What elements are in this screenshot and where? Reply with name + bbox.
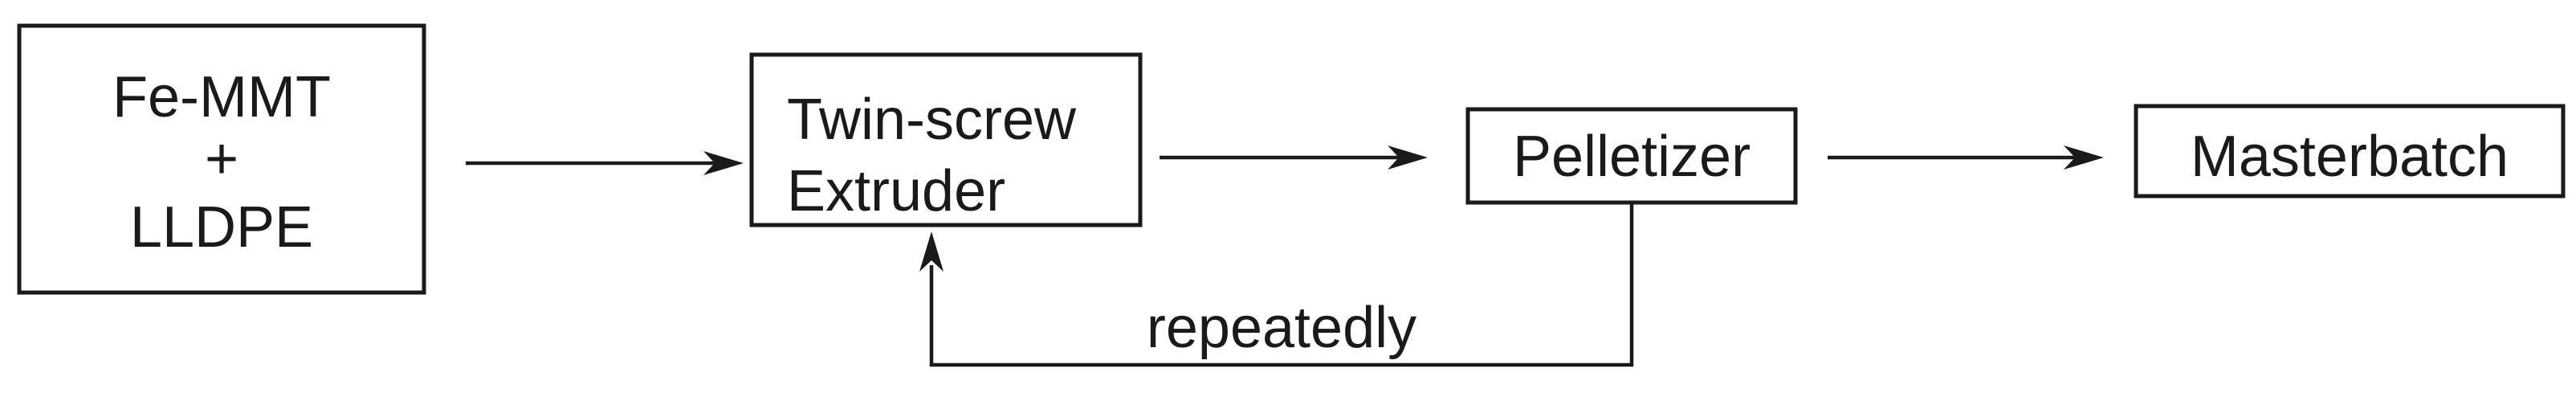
inputs-box bbox=[17, 23, 426, 295]
feedback-loop-arrow: repeatedly bbox=[919, 203, 1634, 367]
masterbatch-box bbox=[2134, 104, 2566, 199]
inputs-label-line2: + bbox=[205, 127, 238, 191]
masterbatch-node: Masterbatch bbox=[2134, 104, 2566, 199]
extruder-node: Twin-screw Extruder bbox=[749, 52, 1143, 227]
masterbatch-label: Masterbatch bbox=[2191, 125, 2509, 189]
inputs-node: Fe-MMT + LLDPE bbox=[17, 23, 426, 295]
extruder-label-line2: Extruder bbox=[787, 159, 1005, 223]
pelletizer-label: Pelletizer bbox=[1513, 125, 1751, 189]
arrow-inputs-to-extruder bbox=[466, 151, 744, 175]
arrowhead-icon bbox=[919, 231, 944, 272]
extruder-label-line1: Twin-screw bbox=[787, 88, 1077, 152]
inputs-label-line3: LLDPE bbox=[130, 195, 313, 260]
pelletizer-node: Pelletizer bbox=[1465, 107, 1798, 205]
arrow-extruder-to-pelletizer bbox=[1160, 145, 1428, 170]
arrow-pelletizer-to-masterbatch bbox=[1828, 145, 2104, 170]
extruder-box bbox=[749, 52, 1143, 227]
feedback-loop-path bbox=[929, 203, 1634, 367]
arrowhead-icon bbox=[703, 151, 744, 175]
feedback-loop-label: repeatedly bbox=[1147, 296, 1416, 360]
inputs-label-line1: Fe-MMT bbox=[112, 65, 331, 129]
arrowhead-icon bbox=[1388, 145, 1428, 170]
arrowhead-icon bbox=[2064, 145, 2104, 170]
